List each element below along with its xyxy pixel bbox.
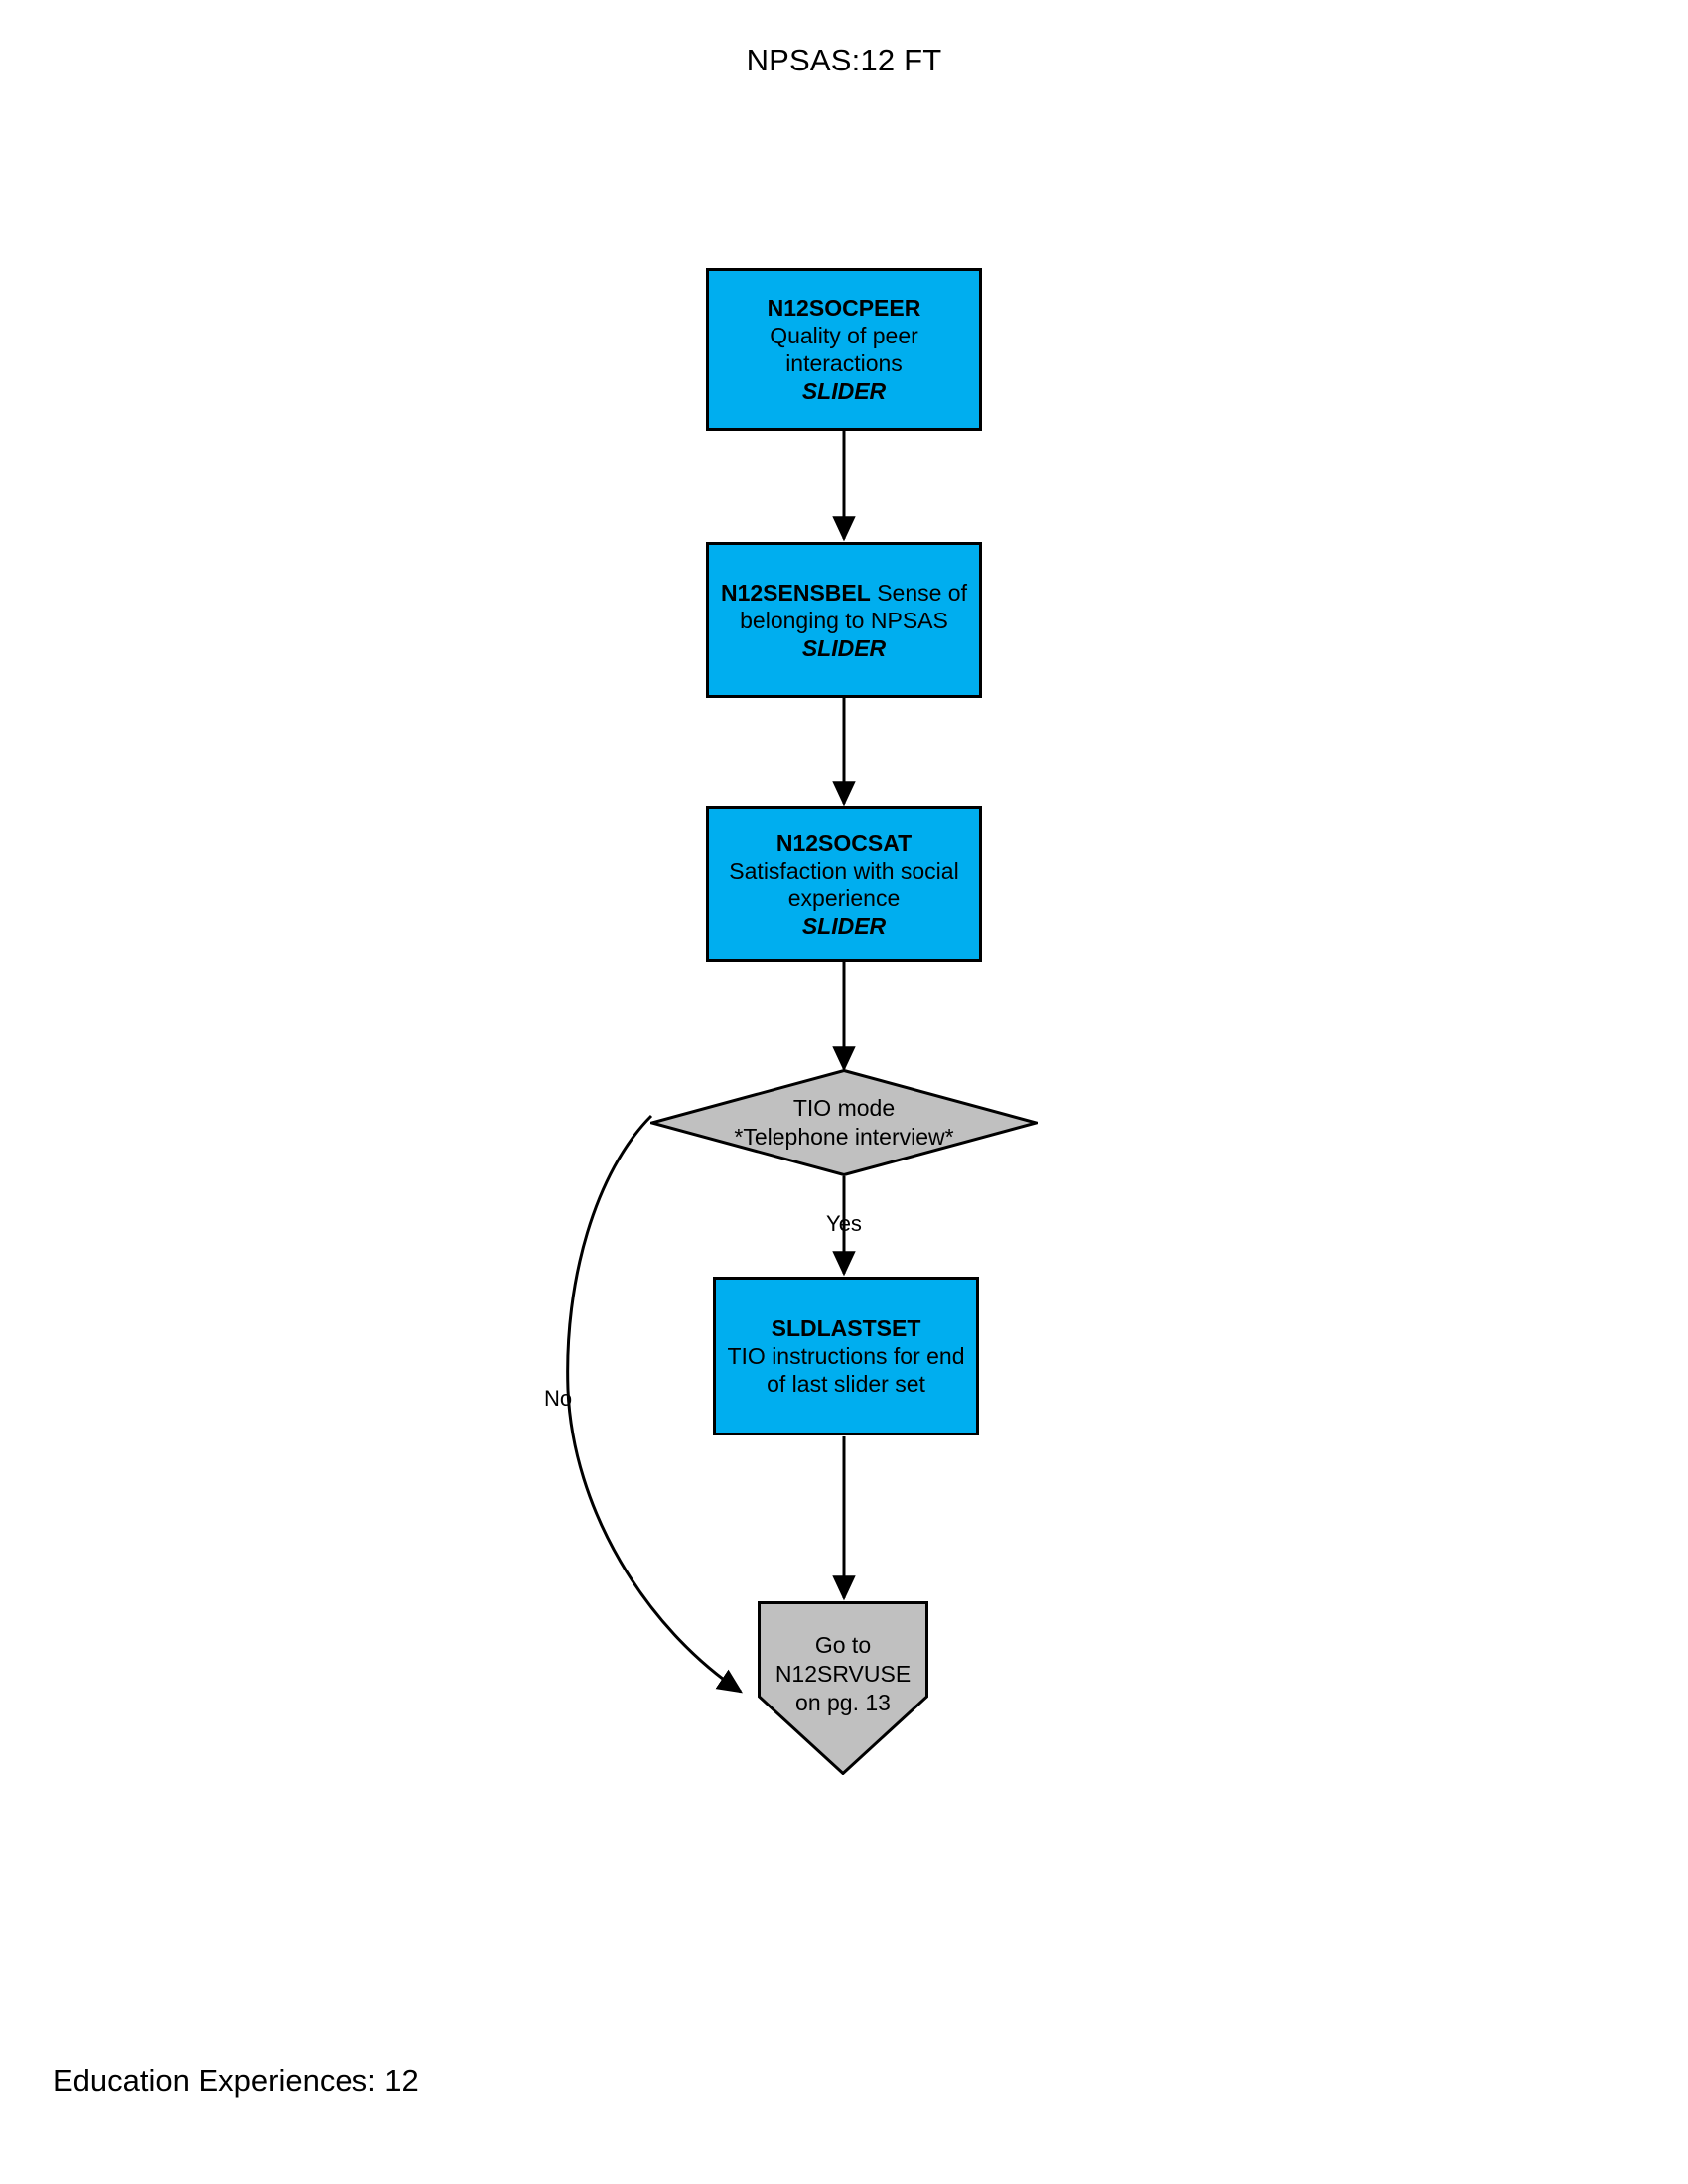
page-title: NPSAS:12 FT: [746, 43, 942, 77]
node-sldlastset-text: SLDLASTSET TIO instructions for end of l…: [716, 1314, 976, 1398]
node-n12sensbel-description: Sense of belonging to NPSAS: [740, 579, 967, 633]
node-n12socsat[interactable]: N12SOCSAT Satisfaction with social exper…: [706, 806, 982, 962]
node-n12socpeer-description: Quality of peer interactions: [770, 323, 918, 376]
node-n12socpeer-text: N12SOCPEER Quality of peer interactions …: [709, 294, 979, 405]
node-goto-n12srvuse-line3: on pg. 13: [795, 1690, 891, 1715]
node-n12socpeer-var: N12SOCPEER: [767, 295, 921, 321]
node-sldlastset-var: SLDLASTSET: [771, 1315, 921, 1341]
diamond-shape: [650, 1069, 1038, 1176]
node-n12socsat-description: Satisfaction with social experience: [729, 857, 959, 911]
node-n12sensbel-tag: SLIDER: [801, 634, 887, 661]
node-n12socpeer-tag: SLIDER: [801, 378, 887, 404]
edge-label-yes: Yes: [826, 1211, 862, 1236]
node-tio-mode-line2: *Telephone interview*: [734, 1124, 954, 1150]
node-tio-mode-text: TIO mode *Telephone interview*: [650, 1094, 1038, 1152]
node-n12socsat-tag: SLIDER: [801, 912, 887, 939]
node-goto-n12srvuse-text: Go to N12SRVUSE on pg. 13: [758, 1631, 928, 1717]
node-sldlastset-description: TIO instructions for end of last slider …: [727, 1343, 965, 1397]
node-n12socpeer[interactable]: N12SOCPEER Quality of peer interactions …: [706, 268, 982, 431]
node-goto-n12srvuse[interactable]: Go to N12SRVUSE on pg. 13: [758, 1601, 928, 1775]
node-goto-n12srvuse-line2: N12SRVUSE: [774, 1661, 912, 1687]
node-goto-n12srvuse-line1: Go to: [814, 1632, 872, 1658]
node-n12sensbel-text: N12SENSBEL Sense of belonging to NPSAS S…: [709, 579, 979, 662]
node-sldlastset[interactable]: SLDLASTSET TIO instructions for end of l…: [713, 1277, 979, 1435]
page-footer: Education Experiences: 12: [53, 2063, 419, 2098]
node-tio-mode-decision[interactable]: TIO mode *Telephone interview*: [650, 1069, 1038, 1176]
node-tio-mode-line1: TIO mode: [792, 1095, 896, 1121]
pentagon-shape: [758, 1601, 928, 1775]
edge-label-no: No: [543, 1386, 573, 1411]
node-n12sensbel[interactable]: N12SENSBEL Sense of belonging to NPSAS S…: [706, 542, 982, 698]
node-n12socsat-var: N12SOCSAT: [775, 829, 913, 856]
node-n12sensbel-var: N12SENSBEL: [720, 579, 871, 606]
node-n12socsat-text: N12SOCSAT Satisfaction with social exper…: [709, 829, 979, 940]
